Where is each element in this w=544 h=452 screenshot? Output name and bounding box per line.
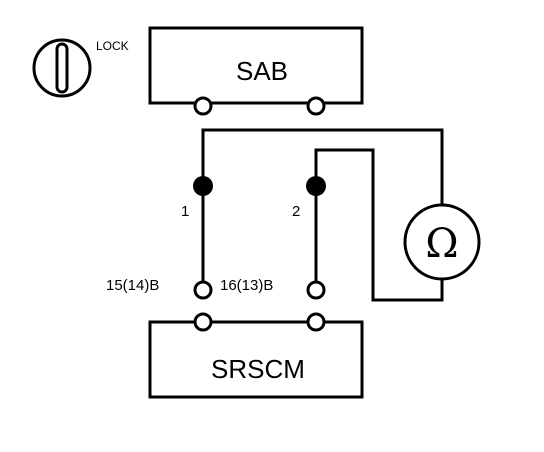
lock-label: LOCK [96, 39, 129, 53]
terminal1-label: 15(14)B [106, 277, 159, 294]
srscm-box [148, 320, 364, 399]
srscm-label: SRSCM [211, 354, 305, 384]
wire-pin2-to-meter [314, 148, 444, 302]
probe-point-1 [193, 176, 213, 196]
ignition-lock-icon [32, 38, 92, 98]
wiring [201, 128, 444, 302]
terminal2-label: 16(13)B [220, 277, 273, 294]
pin2-label: 2 [292, 203, 300, 220]
sab-terminal-right [306, 96, 326, 116]
srscm-terminal-right [306, 312, 326, 332]
sab-label: SAB [236, 56, 288, 86]
ohm-symbol: Ω [425, 221, 458, 267]
wire-pin1-to-meter [201, 128, 444, 288]
probe-point-2 [306, 176, 326, 196]
pin1-label: 1 [181, 203, 189, 220]
srscm-terminal-left [193, 312, 213, 332]
terminal-16-13b [306, 280, 326, 300]
ohmmeter-icon: Ω [403, 203, 481, 281]
sab-box [148, 26, 364, 105]
terminal-15-14b [193, 280, 213, 300]
sab-terminal-left [193, 96, 213, 116]
